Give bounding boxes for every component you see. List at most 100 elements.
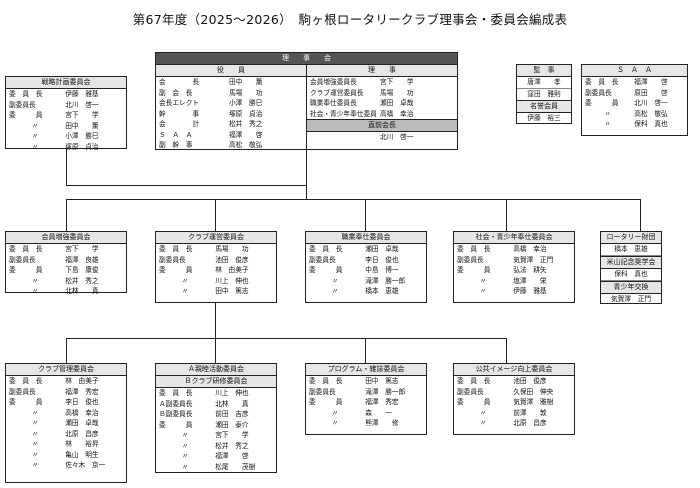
member-row: 〃林 裕昇 xyxy=(6,439,126,450)
member-row: 〃福澤 啓 xyxy=(156,451,276,462)
member-row: 委 員弘法 耕矢 xyxy=(454,265,574,276)
page-title: 第67年度（2025～2026） 駒ヶ根ロータリークラブ理事会・委員会編成表 xyxy=(132,12,568,27)
member-role: 委 員 長 xyxy=(457,377,491,385)
honorary-header: 名誉会員 xyxy=(517,100,571,113)
connector-c4 xyxy=(506,199,507,231)
member-row: Ｂ副委員長 前田 吉彦 xyxy=(156,409,276,420)
audit-box: 監 事 唐澤 孝窪田 雅則 名誉会員 伊藤 裕三 xyxy=(516,64,572,124)
committee-header: 職業奉仕委員会 xyxy=(306,232,426,244)
member-role: 副委員長 xyxy=(457,255,484,264)
member-role: 〃 xyxy=(331,276,339,285)
member-name: 宮下 学 xyxy=(65,111,99,119)
member-row: 委 員 長福澤 啓 xyxy=(582,77,687,88)
member-row: 〃亀山 明生 xyxy=(6,450,126,461)
member-name: 滝澤 勝一郎 xyxy=(365,387,406,396)
member-role: 〃 xyxy=(31,461,39,469)
member-row: 委 員 長馬場 功 xyxy=(156,244,276,255)
audit-list: 唐澤 孝窪田 雅則 xyxy=(517,77,571,100)
member-role: 〃 xyxy=(331,287,339,295)
member-role: 〃 xyxy=(479,276,487,285)
member-role: 委 員 長 xyxy=(9,245,43,253)
member-name: 滝澤 勝一郎 xyxy=(365,276,406,285)
member-name: 宮下 学 xyxy=(215,431,249,439)
foundation-sub-name: 気賀澤 正門 xyxy=(610,295,652,303)
member-row: 〃高松 敬弘 xyxy=(582,109,687,120)
member-name: 北林 真 xyxy=(215,399,249,408)
member-name: 保科 真也 xyxy=(634,120,668,128)
officers-panel: 役 員 会 長田中 薫副 会 長馬場 功会長エレクト小澤 勝巳幹 事塚原 貞治会… xyxy=(156,65,307,151)
connector-row2 xyxy=(66,338,506,339)
member-role: 〃 xyxy=(31,132,39,140)
public-image-committee-box: 公共イメージ向上委員会委 員 長池田 俊彦副委員長久保田 伸央委 員気賀澤 雅樹… xyxy=(453,363,575,435)
member-role: 〃 xyxy=(181,462,189,471)
member-name: 前田 吉彦 xyxy=(215,410,249,418)
member-name: 高橋 幸治 xyxy=(380,109,414,118)
member-name: 北原 昌彦 xyxy=(513,419,547,427)
auditor-name: 窪田 雅則 xyxy=(527,90,561,98)
member-role: 副委員長 xyxy=(309,387,336,396)
connector-c1 xyxy=(66,199,67,231)
member-name: 北川 啓一 xyxy=(65,100,99,109)
officers-list: 会 長田中 薫副 会 長馬場 功会長エレクト小澤 勝巳幹 事塚原 貞治会 計松井… xyxy=(156,77,306,151)
member-row: 〃田中 薫 xyxy=(6,121,126,132)
member-name: 瀬田 泰介 xyxy=(215,420,249,429)
member-role: 〃 xyxy=(181,431,189,439)
member-role: 委 員 長 xyxy=(9,90,43,98)
member-role: 副委員長 xyxy=(9,387,36,396)
connector-c5 xyxy=(640,199,641,231)
committee-header: 戦略計画委員会 xyxy=(6,77,126,89)
member-row: 委 員 長田中 篤志 xyxy=(306,376,426,387)
member-name: 小澤 勝巳 xyxy=(65,132,99,140)
member-role: 社会・青少年奉仕委員長 xyxy=(310,109,376,118)
member-row: 職業奉仕委員長瀬田 卓哉 xyxy=(307,98,457,109)
member-row: 委 員 長高橋 幸治 xyxy=(454,244,574,255)
member-name: 久保田 伸央 xyxy=(513,387,554,396)
member-row: 社会・青少年奉仕委員長高橋 幸治 xyxy=(307,109,457,120)
member-role: 会員増強委員長 xyxy=(310,78,357,86)
member-name: 福澤 秀宏 xyxy=(65,387,99,396)
member-role: 委 員 長 xyxy=(585,78,619,86)
member-name: 川上 伸也 xyxy=(215,276,249,285)
connector-c3 xyxy=(365,199,366,231)
committee-header: Ａ親睦活動委員会 xyxy=(156,364,276,376)
member-name: 馬場 功 xyxy=(380,88,414,97)
member-role: 委 員 xyxy=(457,398,491,406)
audit-header: 監 事 xyxy=(517,65,571,77)
member-row: 〃松井 秀之 xyxy=(156,441,276,452)
connector-d1 xyxy=(66,338,67,363)
member-row: 会長エレクト小澤 勝巳 xyxy=(156,98,306,109)
member-row: 〃北原 昌彦 xyxy=(454,418,574,429)
member-row: 会 計松井 秀之 xyxy=(156,119,306,130)
member-name: 北林 真 xyxy=(65,287,99,295)
member-role: 副委員長 xyxy=(159,255,186,264)
member-role: 〃 xyxy=(604,109,611,118)
board-box: 理 事 会 役 員 会 長田中 薫副 会 長馬場 功会長エレクト小澤 勝巳幹 事… xyxy=(155,52,458,151)
connector-club-down xyxy=(215,303,216,338)
member-name: 前澤 敦 xyxy=(513,408,547,417)
member-row: 副委員長池田 俊彦 xyxy=(156,255,276,266)
member-row: 幹 事塚原 貞治 xyxy=(156,109,306,120)
member-name: 中島 博一 xyxy=(365,266,399,274)
member-role: 委 員 xyxy=(9,398,43,406)
member-role: Ｂ副委員長 xyxy=(159,410,193,418)
honorary-list: 伊藤 裕三 xyxy=(517,113,571,124)
member-role: クラブ運営委員長 xyxy=(310,88,364,97)
member-name: 李日 俊也 xyxy=(65,398,99,406)
member-row: 委 員 長池田 俊彦 xyxy=(454,376,574,387)
member-role: 〃 xyxy=(31,408,39,417)
member-row: 委 員福澤 秀宏 xyxy=(306,397,426,408)
connector-board-down xyxy=(66,148,67,186)
member-name: 林 裕昇 xyxy=(65,440,99,448)
member-name: 田中 篤志 xyxy=(365,377,399,385)
member-role: 〃 xyxy=(604,120,611,128)
member-name: 林 由美子 xyxy=(65,377,99,385)
member-name: 馬場 功 xyxy=(215,245,249,253)
committee-subheader: Ｂクラブ研修委員会 xyxy=(156,376,276,388)
member-name: 瀬田 卓哉 xyxy=(380,99,414,107)
member-row: 委 員宮下 学 xyxy=(6,110,126,121)
member-role: 〃 xyxy=(331,408,339,417)
member-role: 副委員長 xyxy=(309,255,336,264)
member-row: クラブ運営委員長 馬場 功 xyxy=(307,88,457,99)
connector-row1 xyxy=(66,199,641,200)
